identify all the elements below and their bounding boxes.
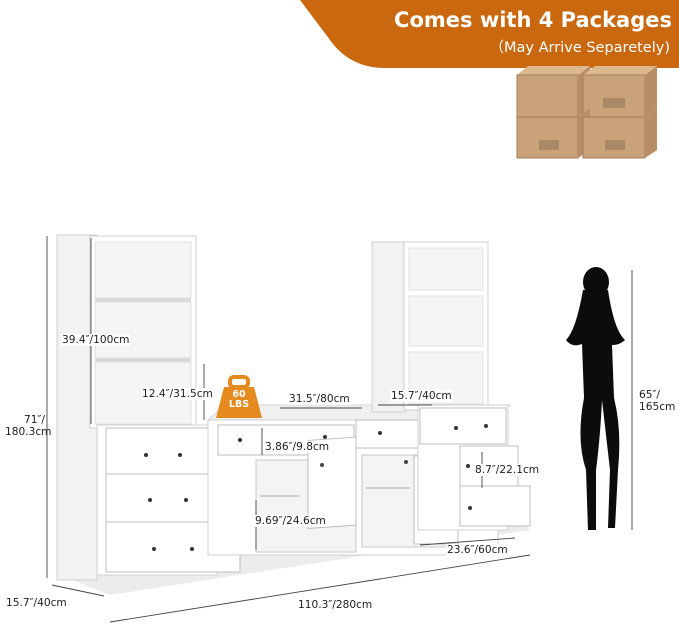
drawer [419, 407, 507, 445]
dim-person-height-metric: 165cm [639, 401, 676, 413]
dim-cabinet-height: 9.69″/24.6cm [254, 515, 327, 527]
dim-stand-depth: 23.6″/60cm [446, 544, 509, 556]
dim-total-width: 110.3″/280cm [298, 599, 373, 611]
dim-depth: 15.7″/40cm [6, 597, 67, 609]
package-box [516, 66, 590, 118]
dim-total-height-metric: 180.3cm [5, 426, 52, 438]
dim-tv-stand-height: 12.4″/31.5cm [141, 388, 214, 400]
dim-drawer-height: 3.86″/9.8cm [264, 441, 331, 453]
dim-side-drawer-height: 8.7″/22.1cm [474, 464, 541, 476]
dim-person-height: 65″/ 165cm [638, 389, 677, 413]
weight-badge-text: 60 LBS [219, 390, 259, 410]
person-silhouette [566, 267, 625, 530]
dim-shelf-height: 39.4″/100cm [61, 334, 131, 346]
banner-shape [300, 0, 679, 68]
drawer [105, 427, 217, 475]
drawer [459, 485, 531, 527]
banner-title: Comes with 4 Packages [394, 8, 672, 32]
banner-subtitle: （May Arrive Separetely) [489, 40, 670, 56]
weight-value: 60 [232, 389, 246, 400]
dim-total-height: 71″/ 180.3cm [4, 414, 52, 438]
weight-badge [216, 375, 262, 418]
dim-shelf-width: 31.5″/80cm [288, 393, 351, 405]
package-boxes [516, 66, 657, 159]
package-box [582, 108, 657, 159]
weight-unit: LBS [228, 399, 250, 410]
dimension-lines [46, 236, 633, 623]
dim-person-height-imperial: 65″/ [639, 389, 661, 401]
dim-side-width: 15.7″/40cm [390, 390, 453, 402]
package-box [582, 66, 657, 118]
right-drawer-chest [417, 404, 531, 531]
right-bookcase [371, 241, 489, 413]
dim-total-height-imperial: 71″/ [23, 414, 45, 426]
